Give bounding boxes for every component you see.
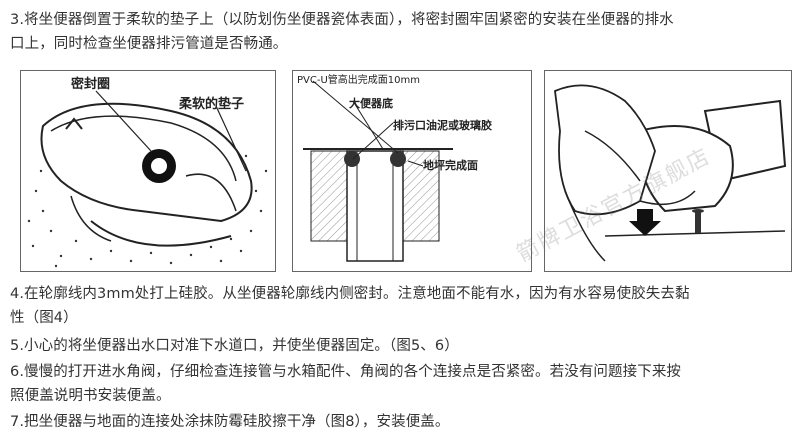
figure-toilet-install [544, 70, 792, 272]
intro-line-2: 口上，同时检查坐便器排污管道是否畅通。 [10, 36, 288, 52]
toilet-on-pad-illustration [27, 90, 268, 268]
step-4-paragraph: 4.在轮廓线内3mm处打上硅胶。从坐便器轮廓线内侧密封。注意地面不能有水，因为有… [10, 282, 800, 330]
intro-paragraph: 3.将坐便器倒置于柔软的垫子上（以防划伤坐便器瓷体表面），将密封圈牢固紧密的安装… [10, 8, 800, 56]
step-6-line-1: 6.慢慢的打开进水角阀，仔细检查连接管与水箱配件、角阀的各个连接点是否紧密。若没… [10, 364, 682, 380]
label-pvc-height: PVC-U管高出完成面10mm [297, 75, 420, 86]
label-toilet-base: 大便器底 [349, 97, 393, 110]
step-4-line-2: 性（图4） [10, 310, 78, 326]
toilet-install-illustration [554, 84, 787, 262]
intro-line-1: 3.将坐便器倒置于柔软的垫子上（以防划伤坐便器瓷体表面），将密封圈牢固紧密的安装… [10, 12, 674, 28]
step-6-line-2: 照便盖说明书安装便盖。 [10, 388, 171, 404]
figure-drain-section: PVC-U管高出完成面10mm 大便器底 排污口油泥或玻璃胶 地坪完成面 [292, 70, 532, 272]
step-5-paragraph: 5.小心的将坐便器出水口对准下水道口，并使坐便器固定。（图5、6） [10, 338, 459, 354]
step-7-paragraph: 7.把坐便器与地面的连接处涂抹防霉硅胶擦干净（图8），安装便盖。 [10, 414, 450, 430]
step-4-line-1: 4.在轮廓线内3mm处打上硅胶。从坐便器轮廓线内侧密封。注意地面不能有水，因为有… [10, 286, 690, 302]
label-outlet-sealant: 排污口油泥或玻璃胶 [393, 119, 492, 132]
down-arrow-icon [629, 209, 661, 236]
label-floor-finish: 地坪完成面 [423, 159, 478, 172]
label-seal-ring: 密封圈 [71, 77, 111, 92]
pad-texture [27, 154, 268, 268]
step-6-paragraph: 6.慢慢的打开进水角阀，仔细检查连接管与水箱配件、角阀的各个连接点是否紧密。若没… [10, 360, 800, 408]
label-soft-pad: 柔软的垫子 [179, 97, 245, 112]
figure-toilet-on-pad: 密封圈 柔软的垫子 [20, 70, 276, 272]
drain-section-illustration [303, 80, 453, 262]
